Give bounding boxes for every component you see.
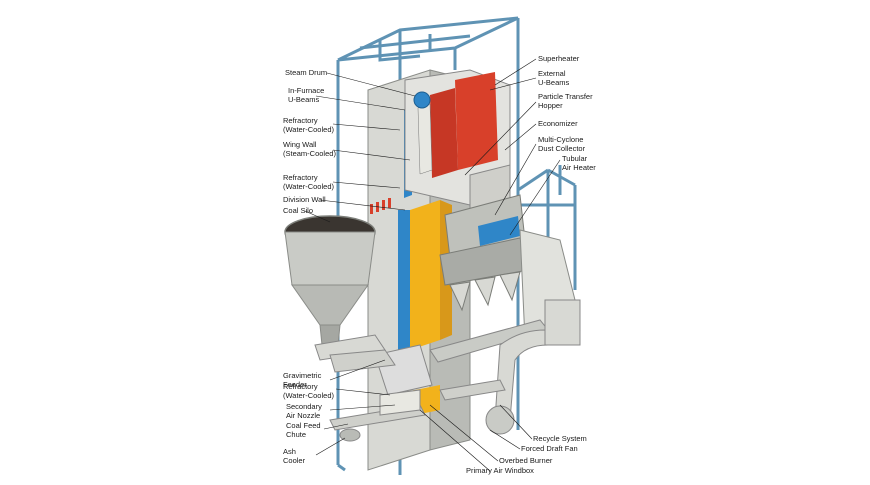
leader-lines xyxy=(304,58,561,472)
label-economizer: Economizer xyxy=(538,119,578,128)
label-refractory-3: Refractory(Water-Cooled) xyxy=(283,382,334,400)
steam-drum-vessel xyxy=(413,91,431,109)
label-superheater: Superheater xyxy=(538,54,580,63)
label-division-wall: Division Wall xyxy=(283,195,326,204)
label-refractory-2: Refractory(Water-Cooled) xyxy=(283,173,334,191)
recycle-duct xyxy=(429,299,581,435)
label-primary-air-windbox: Primary Air Windbox xyxy=(466,466,534,475)
label-forced-draft-fan: Forced Draft Fan xyxy=(521,444,578,453)
label-recycle-system: Recycle System xyxy=(533,434,587,443)
label-wing-wall: Wing Wall(Steam-Cooled) xyxy=(283,140,336,158)
label-refractory-1: Refractory(Water-Cooled) xyxy=(283,116,334,134)
label-steam-drum: Steam Drum xyxy=(285,68,328,77)
label-overbed-burner: Overbed Burner xyxy=(499,456,553,465)
coal-silo-vessel xyxy=(284,215,396,373)
label-coal-silo: Coal Silo xyxy=(283,206,314,215)
ash-cooler-unit xyxy=(329,389,426,442)
